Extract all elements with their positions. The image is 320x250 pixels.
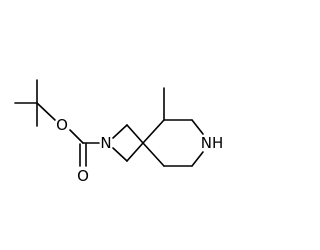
carbonyl-oxygen-label: O xyxy=(77,167,89,185)
bond-n-to-ch2-bottom xyxy=(112,147,128,162)
bond-ch2-bottom-to-spiro xyxy=(126,142,144,162)
bond-spiro-to-c-methyl xyxy=(142,119,165,144)
bond-n-to-ch2-top xyxy=(112,124,128,139)
bond-ch2-top-to-spiro xyxy=(126,124,144,144)
azetidine-ring xyxy=(112,124,144,162)
bond-ch2-to-nh xyxy=(191,119,204,135)
bond-ester-oxygen-to-carbonyl xyxy=(69,129,84,144)
bond-nh-to-ch2 xyxy=(191,151,204,167)
bond-ch2-to-spiro xyxy=(142,142,165,167)
piperidine-nh-label: NH xyxy=(201,134,224,152)
piperidine-ring xyxy=(142,119,204,167)
bond-tbu-to-ester-oxygen xyxy=(36,102,56,121)
carbamate-group xyxy=(69,129,100,167)
azetidine-nitrogen-label: N xyxy=(100,134,111,152)
tert-butyl-group xyxy=(14,79,56,127)
ester-oxygen-label: O xyxy=(56,116,68,134)
chemical-structure: O O N NH xyxy=(14,79,224,185)
